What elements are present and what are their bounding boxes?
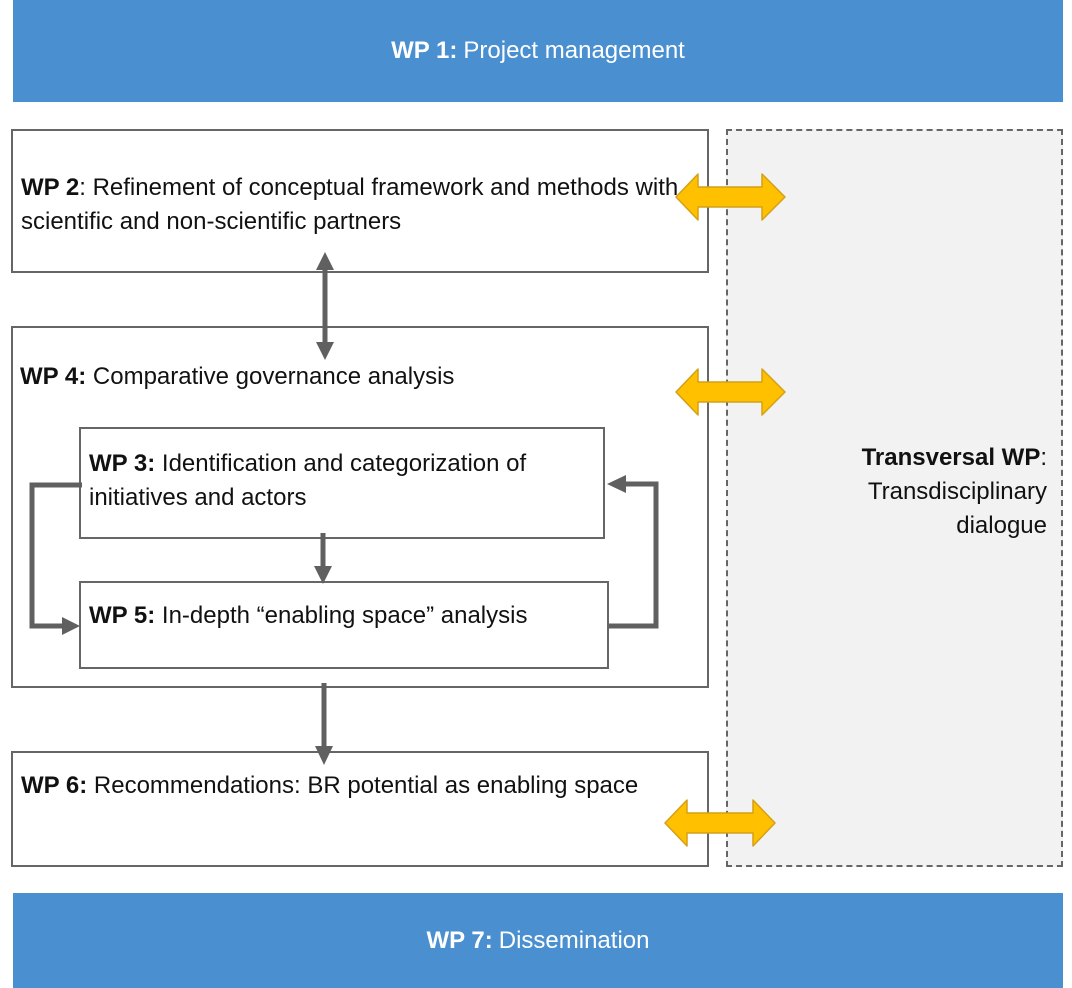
wp4-title: Comparative governance analysis (92, 363, 455, 390)
wp4-id: WP 4: (20, 363, 87, 390)
wp6-id: WP 6: (21, 772, 88, 799)
wp2-box: WP 2: Refinement of conceptual framework… (11, 129, 709, 273)
wp2-id: WP 2 (21, 174, 80, 201)
transversal-id: Transversal WP (861, 444, 1041, 471)
transversal-suffix: : (1040, 444, 1047, 471)
wp5-id: WP 5: (89, 602, 156, 629)
transversal-wp-label: Transversal WP: Transdisciplinary dialog… (837, 441, 1047, 543)
wp2-title: : Refinement of conceptual framework and… (21, 174, 679, 235)
wp1-title: Project management (463, 37, 685, 64)
wp1-project-management-band: WP 1: Project management (13, 0, 1063, 102)
wp7-id: WP 7: (426, 926, 493, 954)
wp3-box: WP 3: Identification and categorization … (79, 427, 605, 539)
wp3-title: Identification and categorization of ini… (89, 450, 527, 511)
wp6-box: WP 6: Recommendations: BR potential as e… (11, 751, 709, 867)
wp5-title: In-depth “enabling space” analysis (161, 602, 528, 629)
transversal-title: Transdisciplinary dialogue (867, 478, 1047, 539)
wp7-title: Dissemination (498, 926, 650, 954)
wp5-box: WP 5: In-depth “enabling space” analysis (79, 581, 609, 669)
transversal-wp-panel: Transversal WP: Transdisciplinary dialog… (726, 129, 1063, 867)
wp6-title: Recommendations: BR potential as enablin… (93, 772, 639, 799)
wp1-id: WP 1: (391, 37, 458, 64)
wp7-dissemination-band: WP 7: Dissemination (13, 893, 1063, 988)
wp3-id: WP 3: (89, 450, 156, 477)
